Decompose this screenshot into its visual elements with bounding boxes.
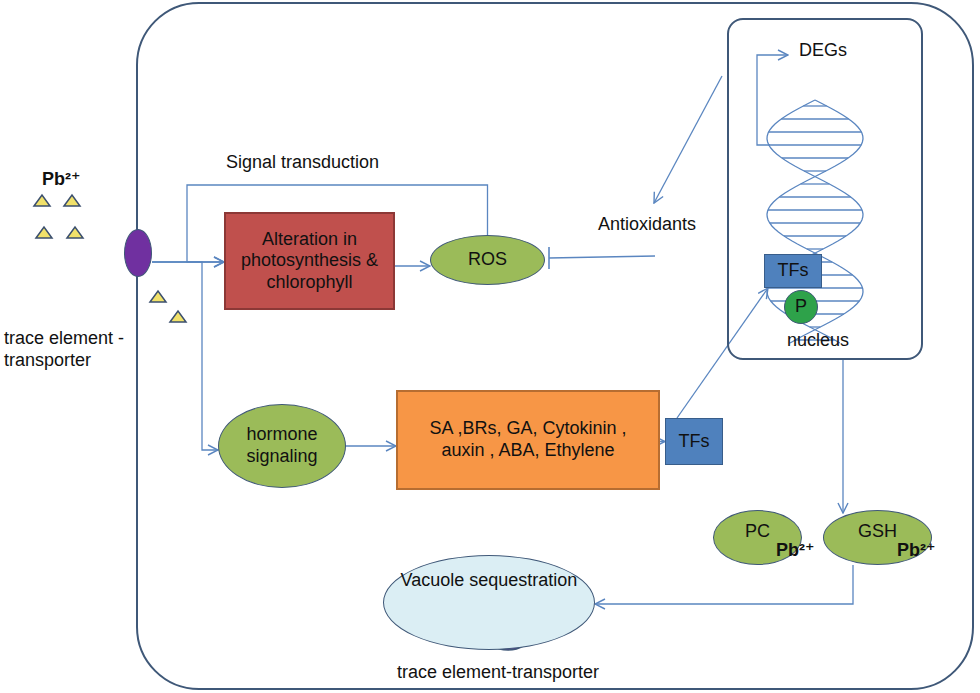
ion-label: Pb²⁺: [897, 539, 936, 561]
ros-ellipse: ROS: [430, 235, 545, 285]
hormone-box: SA ,BRs, GA, Cytokinin , auxin , ABA, Et…: [396, 390, 660, 490]
ion-label: Pb²⁺: [42, 168, 81, 190]
antioxidants-label: Antioxidants: [598, 214, 696, 235]
node-text: hormone signaling: [219, 424, 345, 467]
vacuole-ellipse: Vacuole sequestration: [383, 555, 595, 650]
edge-label: Signal transduction: [226, 152, 379, 173]
connector-arrow: [152, 262, 218, 450]
nucleus-box: DEGs nucleus TFsP: [727, 18, 923, 360]
dna-helix: [767, 100, 863, 343]
connector-arrow: [395, 265, 430, 266]
phosphate-circle: P: [784, 290, 818, 324]
node-text: DEGs: [799, 40, 847, 62]
connector-arrow: [595, 565, 853, 604]
cell-membrane: [137, 3, 973, 689]
process-box: Alteration in photosynthesis & chlorophy…: [224, 212, 395, 310]
transporter: trace element -transporter: [124, 229, 152, 277]
node-text: nucleus: [787, 330, 849, 352]
ion-label: Pb²⁺: [776, 539, 815, 561]
node-text: P: [795, 296, 807, 318]
node-text: TFs: [679, 431, 710, 453]
tf-box: TFs: [764, 254, 822, 288]
connector-arrow: [346, 445, 396, 446]
antioxidant-arrow: [654, 76, 722, 203]
node-text: GSH: [858, 521, 897, 543]
node-text: PC: [745, 521, 770, 543]
connector-arrow: [677, 288, 768, 418]
node-text: trace element -transporter: [4, 328, 154, 371]
node-text: Vacuole sequestration: [401, 570, 578, 592]
inhibition-line: [549, 256, 655, 258]
node-text: Alteration in photosynthesis & chlorophy…: [226, 229, 393, 294]
node-text: ROS: [468, 249, 507, 271]
transporter-label: trace element-transporter: [397, 662, 599, 683]
inhibition-bar: [548, 247, 550, 269]
node-text: TFs: [778, 260, 809, 282]
transcription-arrow: [757, 55, 788, 145]
lead-ions: [34, 195, 888, 554]
connector-arrow: [842, 360, 843, 513]
node-text: SA ,BRs, GA, Cytokinin , auxin , ABA, Et…: [424, 418, 632, 461]
tf-box: TFs: [665, 418, 723, 465]
hormone-ellipse: hormone signaling: [218, 404, 346, 488]
